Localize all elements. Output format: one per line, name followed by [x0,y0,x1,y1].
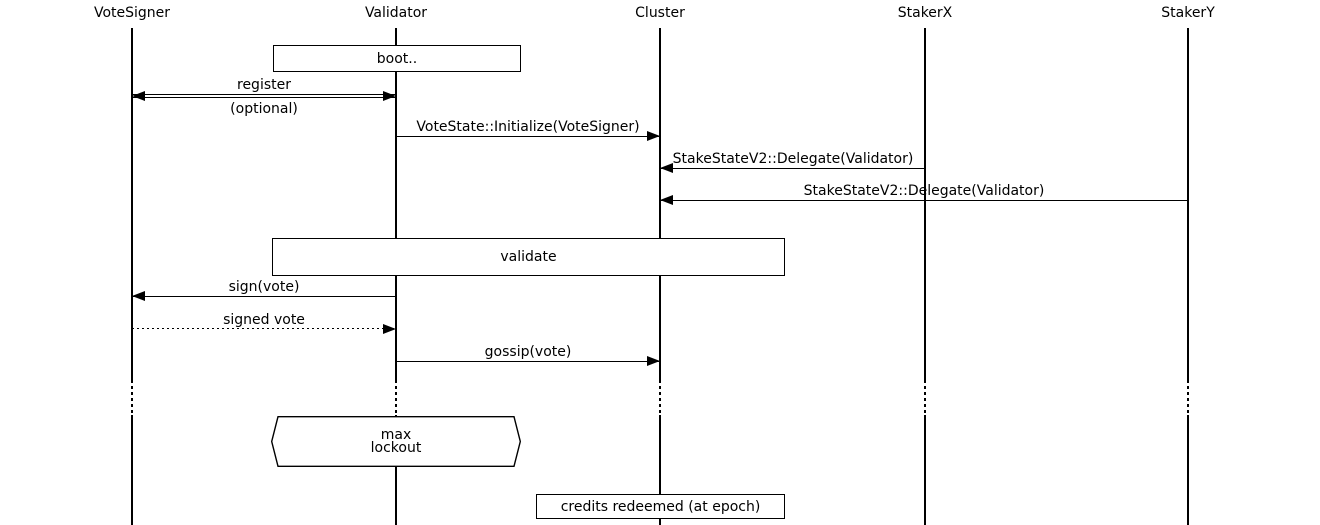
lifeline-cluster-upper [659,28,661,380]
box-credits-redeemed-label: credits redeemed (at epoch) [560,498,761,515]
participant-label-votesigner: VoteSigner [93,5,171,21]
message-sign-vote-label: sign(vote) [228,279,300,295]
sign-vote-arrowhead-icon [132,291,145,301]
message-register-line [132,94,396,98]
message-delegate-stakery-label: StakeStateV2::Delegate(Validator) [803,183,1045,199]
lifeline-stakery-gap [1187,380,1189,415]
message-vote-init-label: VoteState::Initialize(VoteSigner) [416,119,640,135]
message-register-qualifier: (optional) [230,101,298,117]
box-boot: boot.. [273,45,521,72]
participant-label-stakerx: StakerX [897,5,953,21]
message-register-label: register [237,77,291,93]
participant-label-validator: Validator [364,5,428,21]
message-delegate-stakery-line [660,200,1188,201]
message-gossip-vote-label: gossip(vote) [484,344,572,360]
participant-label-cluster: Cluster [635,5,685,21]
gossip-vote-arrowhead-icon [647,356,660,366]
lifeline-stakerx-gap [924,380,926,415]
max-lockout-label: max lockout [271,416,521,467]
message-delegate-stakerx-label: StakeStateV2::Delegate(Validator) [672,151,914,167]
lifeline-validator-lower [395,415,397,525]
message-signed-vote-line [132,328,396,330]
shape-max-lockout: max lockout [271,416,521,467]
lifeline-cluster-lower [659,415,661,525]
message-signed-vote-label: signed vote [223,312,305,328]
box-credits-redeemed: credits redeemed (at epoch) [536,494,785,519]
lifeline-stakerx-upper [924,28,926,380]
lifeline-cluster-gap [659,380,661,415]
message-delegate-stakerx-line [660,168,925,169]
message-gossip-vote-line [396,361,660,362]
max-lockout-hexagon-icon [271,416,521,467]
box-validate: validate [272,238,785,276]
vote-init-arrowhead-icon [647,131,660,141]
lifeline-votesigner-lower [131,415,133,525]
lifeline-validator-upper [395,28,397,380]
lifeline-stakerx-lower [924,415,926,525]
lifeline-votesigner-gap [131,380,133,415]
lifeline-stakery-lower [1187,415,1189,525]
max-lockout-label-line1: max [380,426,412,443]
box-boot-label: boot.. [376,50,418,67]
delegate-stakerx-arrowhead-icon [660,163,673,173]
participant-label-stakery: StakerY [1161,5,1215,21]
delegate-stakery-arrowhead-icon [660,195,673,205]
message-vote-init-line [396,136,660,137]
lifeline-votesigner-upper [131,28,133,380]
register-arrowhead-right-icon [383,91,396,101]
max-lockout-label-line2: lockout [370,439,422,456]
lifeline-stakery-upper [1187,28,1189,380]
box-validate-label: validate [500,249,557,265]
message-sign-vote-line [132,296,396,297]
lifeline-validator-gap [395,380,397,415]
register-arrowhead-left-icon [132,91,145,101]
signed-vote-arrowhead-icon [383,324,396,334]
